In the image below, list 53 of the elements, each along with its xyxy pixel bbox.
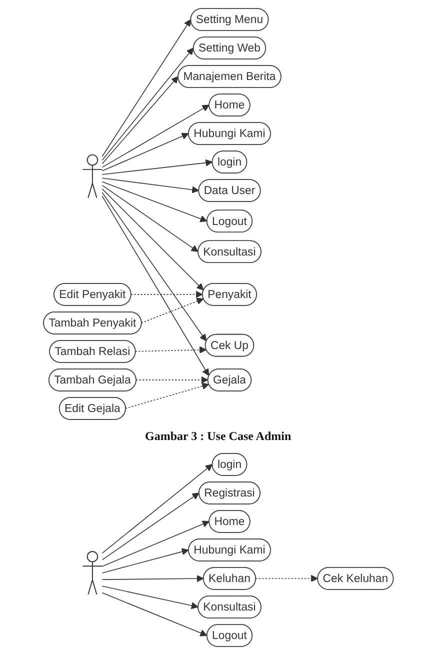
use-case-oval: Registrasi (198, 482, 260, 504)
arrow (101, 159, 212, 175)
dashed-arrow (130, 290, 202, 298)
arrow (101, 464, 212, 554)
arrow (101, 586, 198, 610)
use-case-oval: Tambah Penyakit (42, 312, 142, 334)
use-case-oval: Tambah Gejala (48, 368, 136, 392)
arrow (101, 48, 194, 161)
arrow (101, 520, 209, 567)
use-case-oval: Data User (198, 179, 260, 202)
use-case-oval: Gejala (207, 368, 252, 392)
use-case-oval: Penyakit (202, 283, 257, 306)
arrow (101, 192, 206, 342)
use-case-oval: Tambah Relasi (48, 340, 136, 363)
arrow (101, 178, 199, 194)
arrow (101, 104, 209, 168)
use-case-oval: Hubungi Kami (188, 538, 270, 562)
use-case-oval: Setting Menu (190, 8, 268, 31)
caption: Gambar 3 : Use Case Admin (145, 428, 292, 444)
dashed-arrow (124, 382, 209, 409)
arrow (101, 196, 209, 376)
arrow (101, 132, 188, 172)
use-case-oval: login (211, 453, 247, 476)
dashed-arrow (254, 574, 318, 582)
stick-figure-icon (82, 550, 102, 595)
arrow (101, 188, 204, 290)
dashed-arrow (134, 346, 206, 354)
use-case-oval: Konsultasi (197, 596, 261, 618)
use-case-oval: Edit Penyakit (53, 283, 131, 306)
stick-figure-icon (82, 154, 102, 198)
arrow (101, 574, 204, 582)
use-case-oval: Home (208, 94, 250, 116)
use-case-oval: Logout (206, 624, 252, 647)
use-case-oval: Setting Web (192, 36, 266, 60)
use-case-oval: Edit Gejala (58, 397, 126, 420)
use-case-oval: Hubungi Kami (188, 122, 270, 145)
arrow (101, 592, 207, 636)
use-case-oval: Cek Up (204, 334, 254, 357)
dashed-arrow (135, 376, 208, 384)
arrow (101, 492, 199, 560)
use-case-oval: Keluhan (202, 567, 256, 590)
use-case-oval: Home (208, 510, 250, 533)
use-case-oval: Manajemen Berita (177, 65, 281, 88)
use-case-oval: Logout (206, 210, 252, 232)
use-case-oval: login (211, 150, 247, 174)
arrow (101, 184, 198, 252)
dashed-arrow (140, 298, 204, 324)
use-case-oval: Cek Keluhan (316, 567, 394, 590)
arrow (101, 19, 191, 157)
use-case-oval: Konsultasi (197, 240, 261, 264)
arrow (101, 76, 178, 164)
arrow (101, 548, 188, 574)
arrow (101, 181, 207, 222)
